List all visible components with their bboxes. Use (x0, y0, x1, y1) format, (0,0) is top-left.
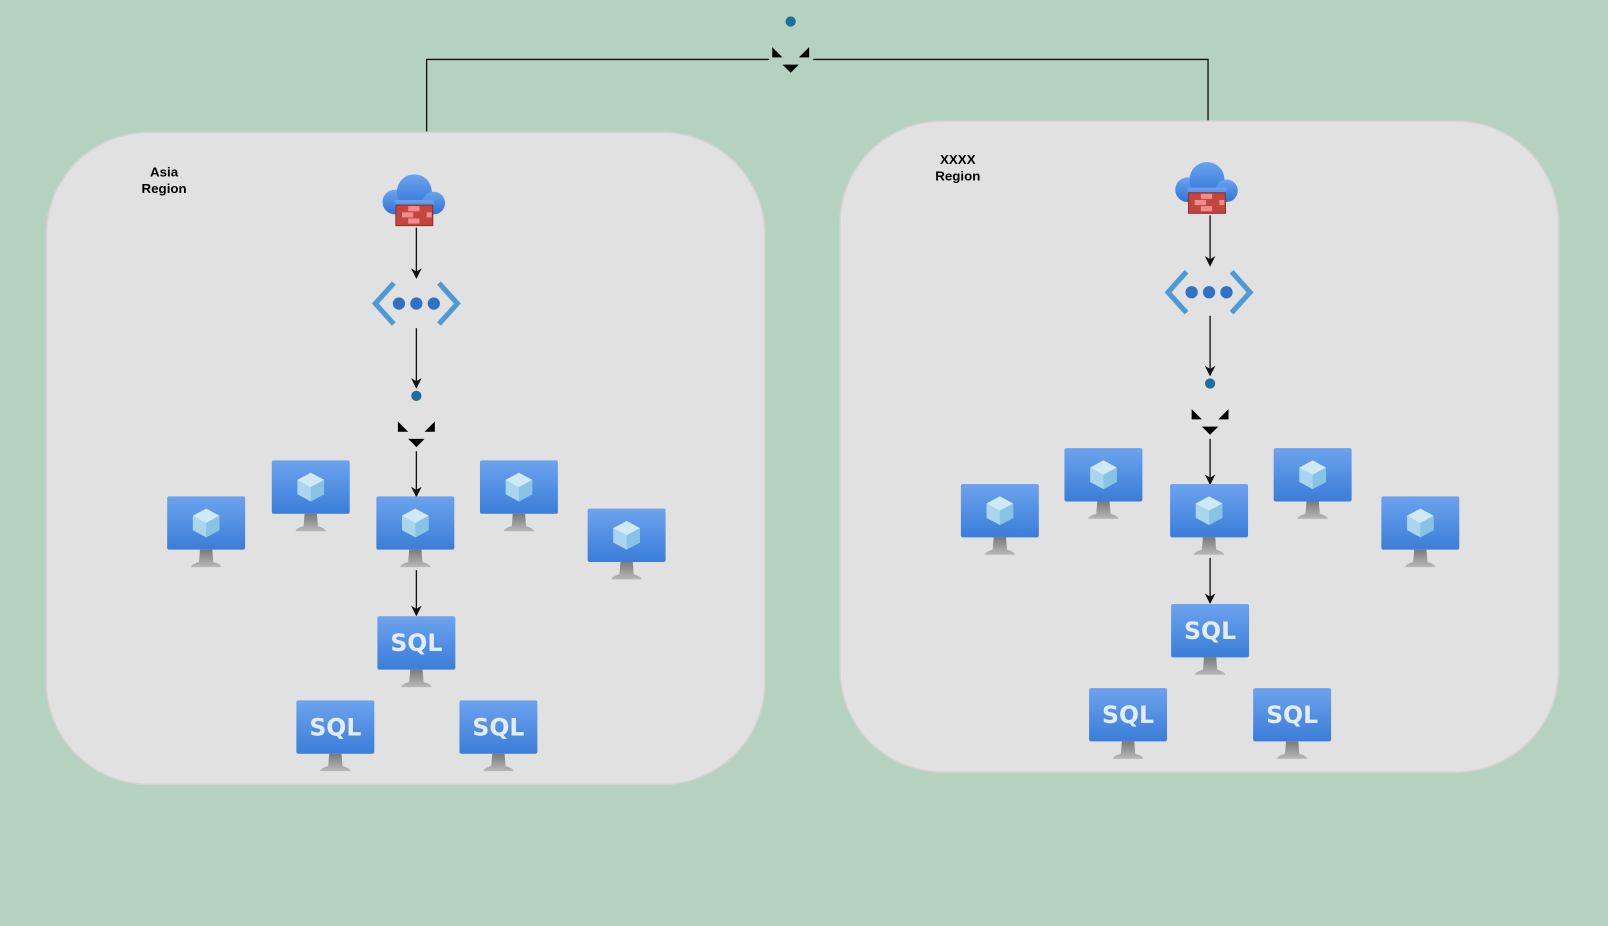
region-xxxx: XXXX Region SQL SQL SQL (839, 120, 1560, 773)
sql-label: SQL (1102, 701, 1154, 729)
sql-label: SQL (1266, 701, 1318, 729)
region-label-line1: Asia (150, 164, 179, 179)
sql-label: SQL (472, 713, 524, 741)
sql-vm-icon[interactable]: SQL (459, 700, 538, 772)
sql-vm-icon[interactable]: SQL (1253, 688, 1332, 759)
sql-label: SQL (309, 713, 361, 741)
region-label-line2: Region (935, 168, 980, 183)
sql-vm-icon[interactable]: SQL (1171, 604, 1250, 675)
sql-vm-icon[interactable]: SQL (377, 616, 456, 688)
sql-label: SQL (1184, 617, 1236, 645)
sql-vm-icon[interactable]: SQL (296, 700, 375, 772)
region-xxxx-container (839, 120, 1560, 773)
region-asia: Asia Region SQL SQL SQL (45, 131, 766, 786)
region-asia-container (45, 131, 766, 786)
sql-label: SQL (390, 629, 442, 657)
region-label-line2: Region (142, 181, 187, 196)
sql-vm-icon[interactable]: SQL (1089, 688, 1168, 759)
region-label-line1: XXXX (940, 152, 976, 167)
